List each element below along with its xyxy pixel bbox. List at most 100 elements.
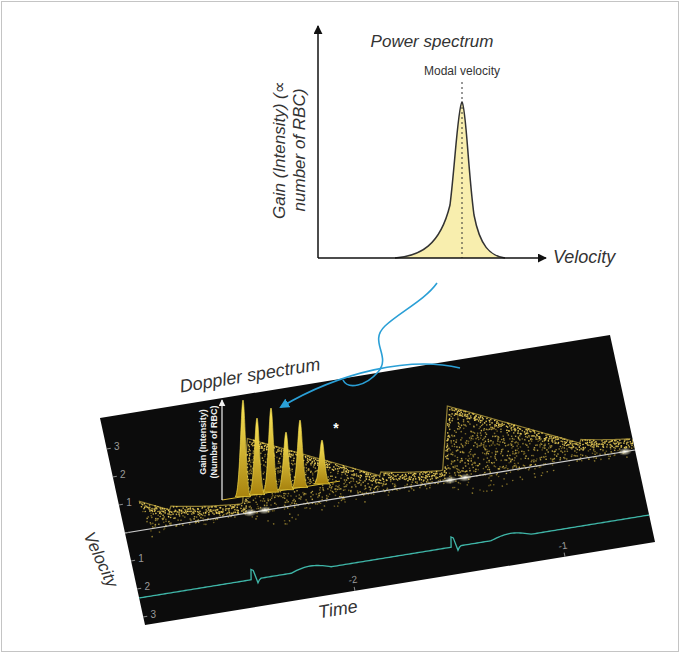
- speckle: [219, 511, 221, 513]
- speckle: [452, 487, 454, 489]
- speckle: [459, 471, 461, 473]
- speckle: [335, 495, 337, 497]
- speckle: [566, 458, 568, 460]
- speckle: [493, 428, 495, 430]
- speckle: [533, 455, 535, 457]
- speckle: [552, 464, 554, 466]
- speckle: [499, 466, 501, 468]
- speckle: [249, 450, 251, 452]
- speckle: [585, 455, 587, 457]
- speckle: [264, 456, 266, 458]
- speckle: [327, 467, 329, 469]
- speckle: [375, 482, 377, 484]
- speckle: [519, 433, 521, 435]
- speckle: [509, 458, 511, 460]
- speckle: [472, 438, 474, 440]
- speckle: [555, 449, 557, 451]
- speckle: [326, 498, 328, 500]
- speckle: [455, 474, 457, 476]
- speckle: [573, 455, 575, 457]
- speckle: [520, 458, 522, 460]
- speckle: [491, 462, 493, 464]
- speckle: [315, 503, 317, 505]
- speckle: [399, 478, 401, 480]
- speckle: [345, 481, 347, 483]
- speckle: [188, 508, 190, 510]
- speckle: [300, 496, 302, 498]
- speckle: [419, 478, 421, 480]
- speckle: [435, 478, 437, 480]
- speckle: [551, 438, 553, 440]
- speckle: [470, 431, 472, 433]
- speckle: [465, 414, 467, 416]
- speckle: [466, 418, 468, 420]
- speckle: [589, 441, 591, 443]
- speckle: [365, 478, 367, 480]
- speckle: [182, 515, 184, 517]
- speckle: [419, 487, 421, 489]
- speckle: [482, 423, 484, 425]
- speckle: [448, 435, 450, 437]
- speckle: [541, 456, 543, 458]
- speckle: [488, 467, 490, 469]
- speckle: [377, 482, 379, 484]
- speckle: [415, 481, 417, 483]
- speckle: [470, 417, 472, 419]
- speckle: [345, 470, 347, 472]
- speckle: [245, 507, 247, 509]
- speckle: [188, 508, 190, 510]
- speckle: [537, 440, 539, 442]
- speckle: [536, 434, 538, 436]
- speckle: [287, 507, 289, 509]
- speckle: [354, 474, 356, 476]
- speckle: [487, 429, 489, 431]
- speckle: [380, 479, 382, 481]
- speckle: [308, 469, 310, 471]
- speckle: [450, 442, 452, 444]
- speckle: [565, 442, 567, 444]
- speckle: [477, 465, 479, 467]
- speckle: [533, 461, 535, 463]
- speckle: [241, 505, 243, 507]
- speckle: [263, 449, 265, 451]
- speckle: [451, 463, 453, 465]
- speckle: [485, 454, 487, 456]
- speckle: [554, 442, 556, 444]
- speckle: [152, 523, 154, 525]
- speckle: [155, 525, 157, 527]
- speckle: [529, 443, 531, 445]
- speckle: [388, 491, 390, 493]
- speckle: [184, 512, 186, 514]
- speckle: [537, 438, 539, 440]
- speckle: [508, 444, 510, 446]
- speckle: [495, 429, 497, 431]
- speckle: [184, 509, 186, 511]
- speckle: [312, 474, 314, 476]
- speckle: [495, 451, 497, 453]
- doppler-panel: [100, 335, 657, 625]
- speckle: [486, 490, 488, 492]
- speckle: [502, 455, 504, 457]
- speckle: [391, 476, 393, 478]
- speckle: [545, 456, 547, 458]
- speckle: [545, 434, 547, 436]
- speckle: [156, 519, 158, 521]
- speckle: [445, 472, 447, 474]
- speckle: [457, 489, 459, 491]
- speckle: [420, 482, 422, 484]
- speckle: [197, 514, 199, 516]
- speckle: [313, 466, 315, 468]
- speckle: [228, 512, 230, 514]
- speckle: [485, 445, 487, 447]
- speckle: [150, 530, 152, 532]
- speckle: [175, 510, 177, 512]
- speckle: [452, 466, 454, 468]
- speckle: [429, 476, 431, 478]
- speckle: [495, 451, 497, 453]
- speckle: [515, 465, 517, 467]
- speckle: [486, 424, 488, 426]
- speckle: [353, 473, 355, 475]
- speckle: [561, 448, 563, 450]
- speckle: [305, 463, 307, 465]
- speckle: [204, 515, 206, 517]
